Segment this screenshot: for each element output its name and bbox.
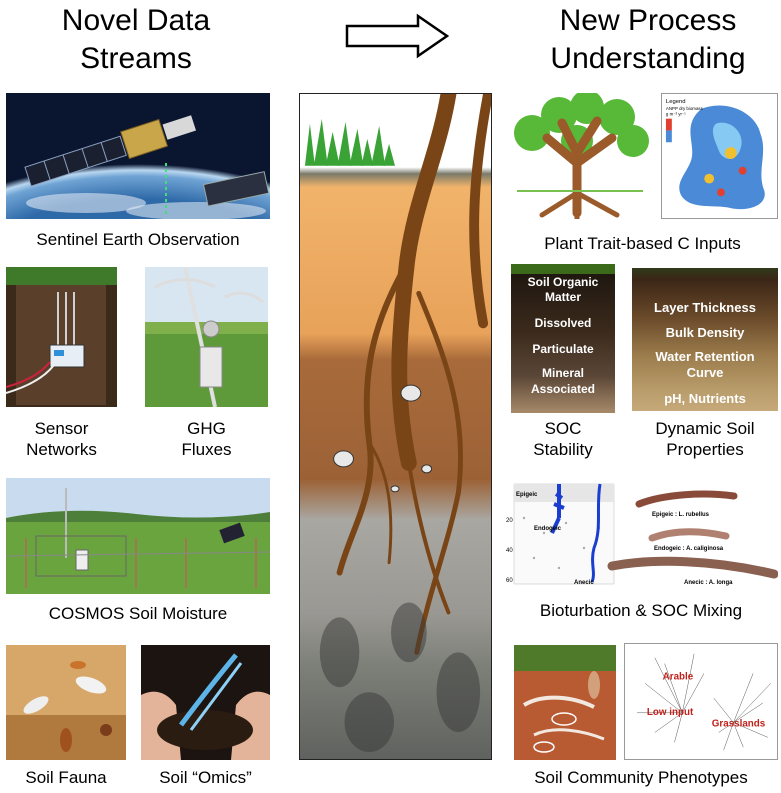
dyn-overlay-ph-nutrients: pH, Nutrients — [664, 391, 746, 406]
caption-cosmos: COSMOS Soil Moisture — [48, 604, 228, 623]
cluster-label-grasslands: Grasslands — [712, 719, 766, 730]
soil-fauna-image — [6, 645, 126, 760]
map-legend-unit: g m⁻² yr⁻¹ — [666, 112, 686, 117]
arrow-right-icon — [344, 13, 450, 59]
dyn-overlay-bulk-density: Bulk Density — [666, 325, 746, 340]
soc-overlay-dissolved: Dissolved — [535, 316, 592, 330]
caption-bioturbation: Bioturbation & SOC Mixing — [539, 601, 743, 620]
heading-new-process-understanding: New Process Understanding — [528, 2, 768, 78]
caption-plant-trait: Plant Trait-based C Inputs — [544, 234, 741, 253]
ghg-flux-image — [145, 267, 268, 407]
depth-label-60: 60 — [506, 578, 513, 584]
depth-label-20: 20 — [506, 518, 513, 524]
soc-overlay-mineral: Mineral — [542, 366, 584, 380]
map-legend-title: Legend — [666, 99, 686, 105]
dyn-overlay-water-retention: Water Retention — [655, 349, 754, 364]
heading-left-line1: Novel Data — [61, 4, 211, 37]
caption-soc-stability: SOC Stability — [511, 418, 615, 460]
cluster-label-arable: Arable — [663, 671, 694, 682]
heading-novel-data-streams: Novel Data Streams — [36, 2, 236, 78]
worm-label-epigeic: Epigeic : L. rubellus — [652, 512, 710, 518]
soc-overlay-matter: Matter — [545, 290, 581, 304]
caption-soc-line2: Stability — [533, 440, 593, 459]
depth-label-40: 40 — [506, 548, 513, 554]
heading-left-line2: Streams — [80, 42, 192, 75]
caption-dynamic-soil: Dynamic Soil Properties — [632, 418, 778, 460]
tree-roots-illustration — [507, 93, 653, 219]
soil-omics-image — [141, 645, 270, 760]
caption-sensor-line1: Sensor — [34, 419, 89, 438]
map-legend-subtitle: ANPP dry biomass — [666, 106, 704, 111]
sensor-network-image — [6, 267, 117, 407]
heading-right-line2: Understanding — [550, 42, 746, 75]
caption-soil-fauna: Soil Fauna — [25, 768, 107, 787]
heading-right-line1: New Process — [559, 4, 737, 37]
caption-sensor-line2: Networks — [26, 440, 97, 459]
soc-overlay-particulate: Particulate — [532, 342, 594, 356]
caption-ghg-line2: Fluxes — [181, 440, 232, 459]
profile-label-epigeic: Epigeic — [516, 492, 538, 498]
sentinel-satellite-image — [6, 93, 270, 219]
caption-dyn-line1: Dynamic Soil — [655, 419, 755, 438]
caption-ghg-line1: GHG — [187, 419, 226, 438]
dynamic-soil-image: Layer Thickness Bulk Density Water Reten… — [632, 268, 778, 411]
ordination-plot: Arable Low input Grasslands — [624, 643, 778, 760]
caption-dyn-line2: Properties — [666, 440, 744, 459]
anpp-map: Legend ANPP dry biomass g m⁻² yr⁻¹ — [661, 93, 778, 219]
dyn-overlay-layer-thickness: Layer Thickness — [654, 300, 756, 315]
profile-label-endogeic: Endogeic — [534, 526, 562, 532]
bioturbation-illustration: Epigeic Endogeic Anecic 20 40 60 Epigeic… — [504, 478, 778, 588]
soil-profile-illustration — [299, 93, 492, 760]
caption-sensor-networks: Sensor Networks — [6, 418, 117, 460]
caption-sentinel: Sentinel Earth Observation — [36, 230, 240, 249]
worm-label-endogeic: Endogeic : A. caliginosa — [654, 546, 724, 552]
caption-soc-line1: SOC — [544, 419, 582, 438]
soc-overlay-associated: Associated — [531, 382, 595, 396]
caption-community: Soil Community Phenotypes — [534, 768, 748, 787]
cosmos-station-image — [6, 478, 270, 594]
soil-community-image — [514, 645, 616, 760]
soc-overlay-soil-organic: Soil Organic — [528, 275, 599, 289]
soc-stability-image: Soil Organic Matter Dissolved Particulat… — [511, 264, 615, 413]
worm-label-anecic: Anecic : A. longa — [684, 580, 733, 586]
cluster-label-low-input: Low input — [647, 707, 694, 718]
profile-label-anecic: Anecic — [574, 580, 594, 586]
caption-soil-omics: Soil “Omics” — [159, 768, 252, 787]
dyn-overlay-curve: Curve — [687, 365, 724, 380]
caption-ghg-fluxes: GHG Fluxes — [145, 418, 268, 460]
